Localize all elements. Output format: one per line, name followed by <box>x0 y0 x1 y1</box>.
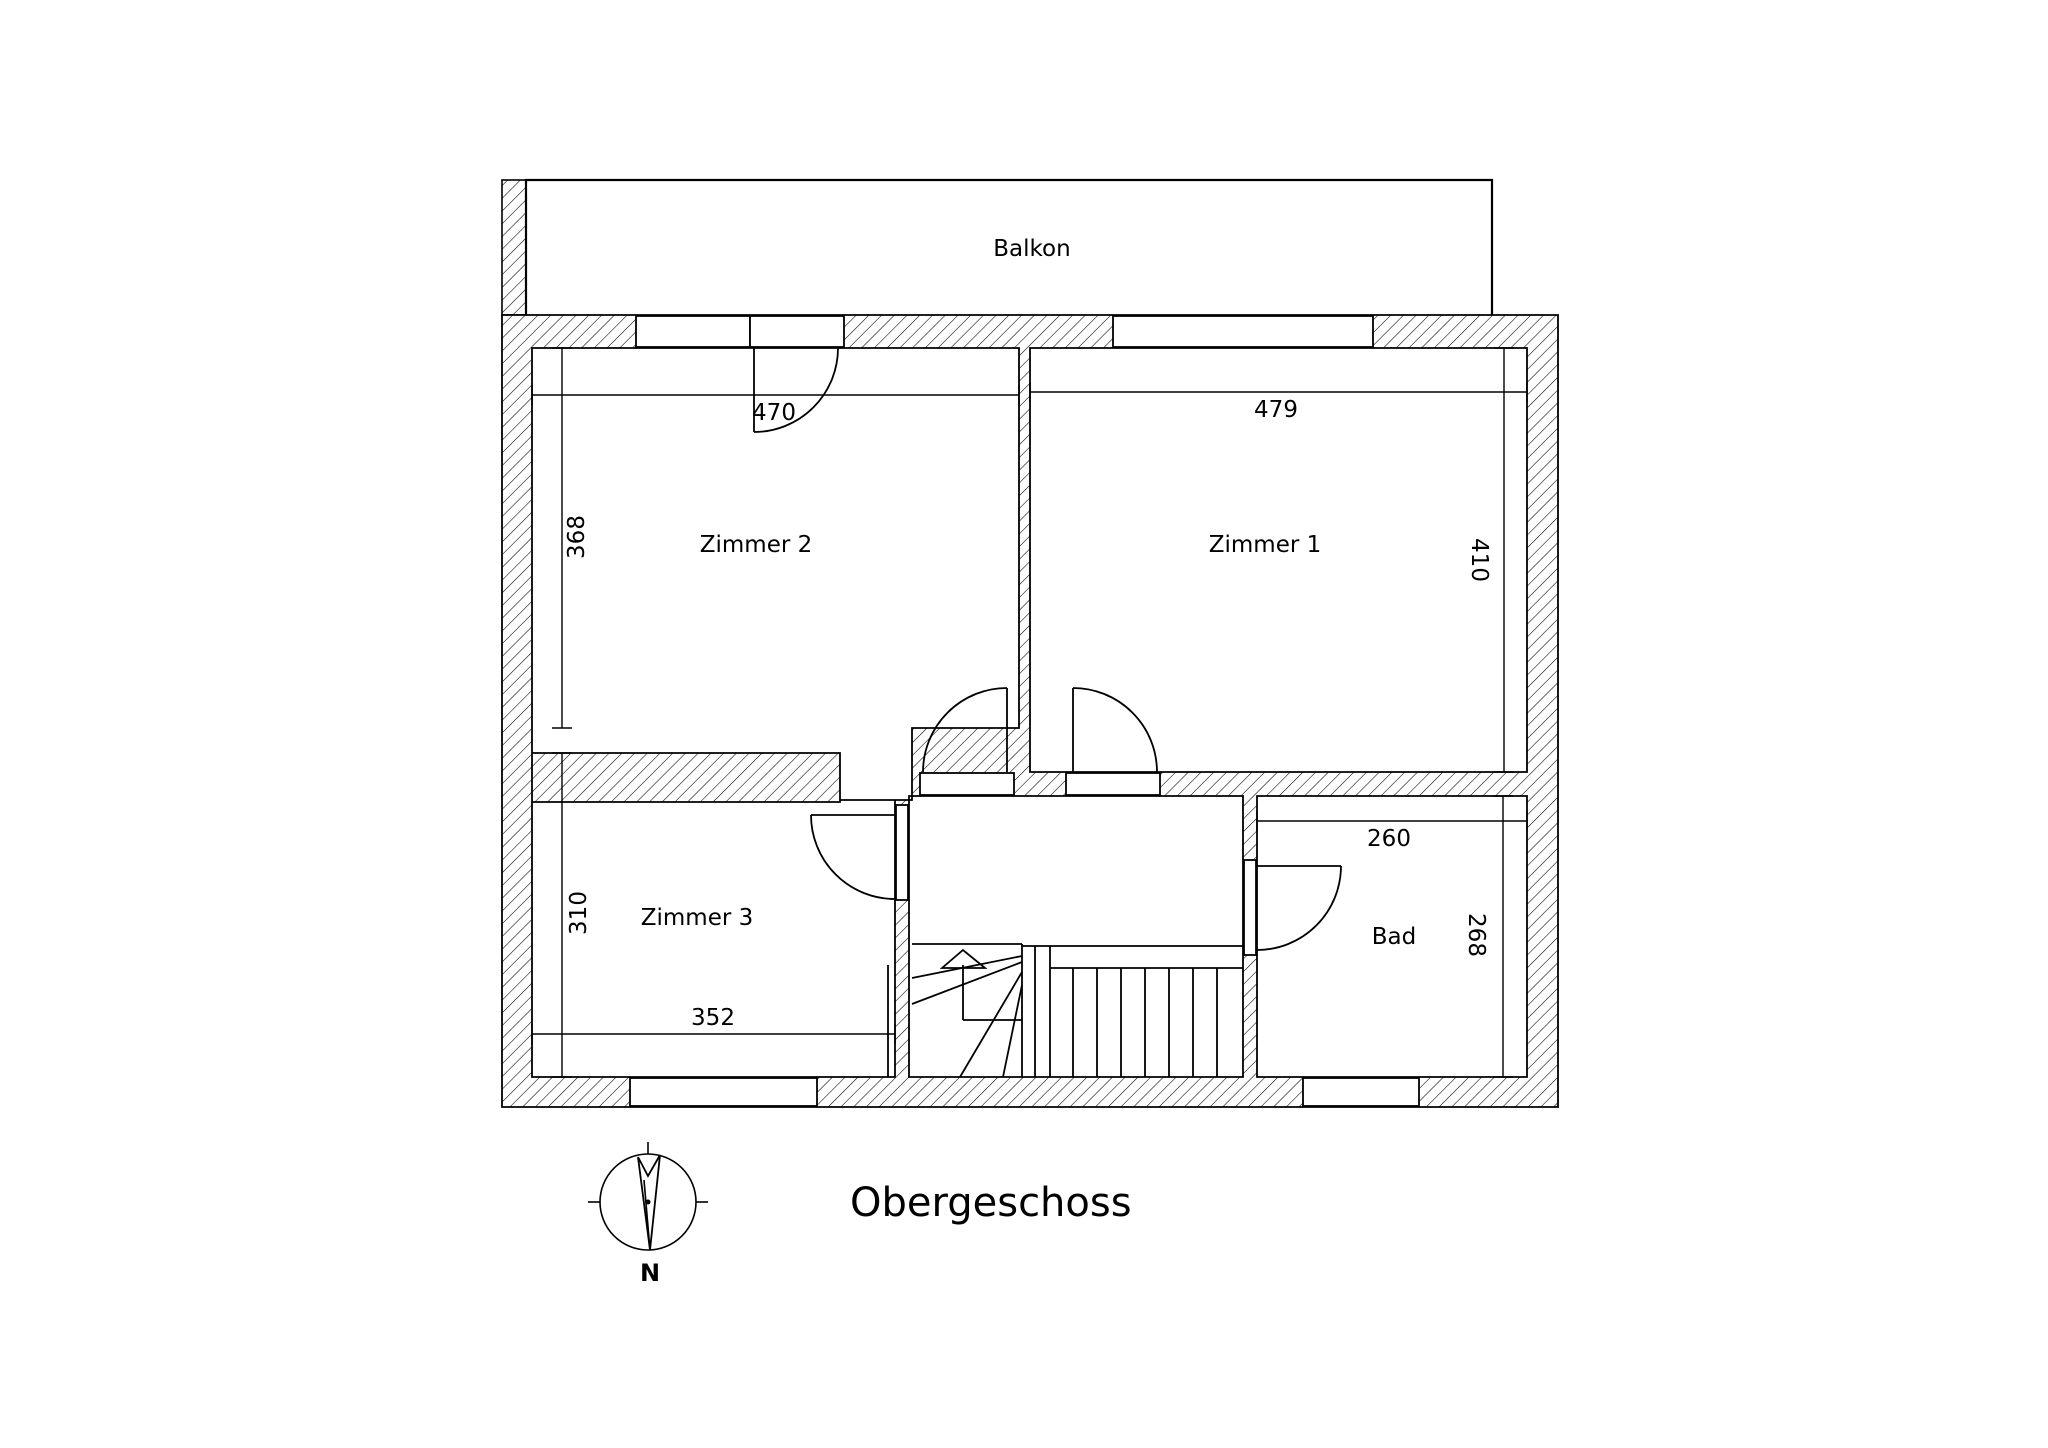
zimmer2-door-opening <box>919 772 1015 796</box>
zimmer2-door <box>922 687 1008 773</box>
floor-title: Obergeschoss <box>850 1180 1132 1226</box>
room-label-zimmer2: Zimmer 2 <box>700 532 813 558</box>
room-label-balkon: Balkon <box>993 236 1070 262</box>
compass-north-label: N <box>640 1259 660 1287</box>
doors <box>753 347 1342 951</box>
wall-openings <box>629 315 1420 1107</box>
balcony-window <box>635 315 751 348</box>
dim-bad-width: 260 <box>1367 826 1411 852</box>
room-label-zimmer3: Zimmer 3 <box>641 905 754 931</box>
dim-bad-height: 268 <box>1463 913 1489 957</box>
zimmer1-window <box>1112 315 1374 348</box>
dim-zimmer3-height: 310 <box>566 891 592 935</box>
zimmer3-window <box>629 1077 818 1107</box>
dim-zimmer1-width: 479 <box>1254 397 1298 423</box>
balcony-door-opening <box>749 315 845 348</box>
bad-door-opening <box>1243 859 1257 956</box>
walls <box>501 314 1559 1108</box>
zimmer1-door-opening <box>1065 772 1161 796</box>
dimension-lines <box>531 347 1528 1078</box>
bad-window <box>1302 1077 1420 1107</box>
staircase <box>887 943 1243 1078</box>
dim-zimmer2-width: 470 <box>752 400 796 426</box>
zimmer3-door <box>810 814 896 900</box>
dim-zimmer2-height: 368 <box>564 515 590 559</box>
room-label-zimmer1: Zimmer 1 <box>1209 532 1322 558</box>
dim-zimmer1-height: 410 <box>1466 538 1492 582</box>
zimmer3-door-opening <box>895 804 909 901</box>
north-arrow-icon <box>637 1154 661 1251</box>
zimmer1-door <box>1072 687 1158 773</box>
balcony <box>501 178 1494 316</box>
room-label-bad: Bad <box>1372 924 1416 950</box>
dim-zimmer3-width: 352 <box>691 1005 735 1031</box>
balcony-door <box>753 347 839 433</box>
compass: N <box>588 1142 708 1287</box>
bad-door <box>1256 865 1342 951</box>
